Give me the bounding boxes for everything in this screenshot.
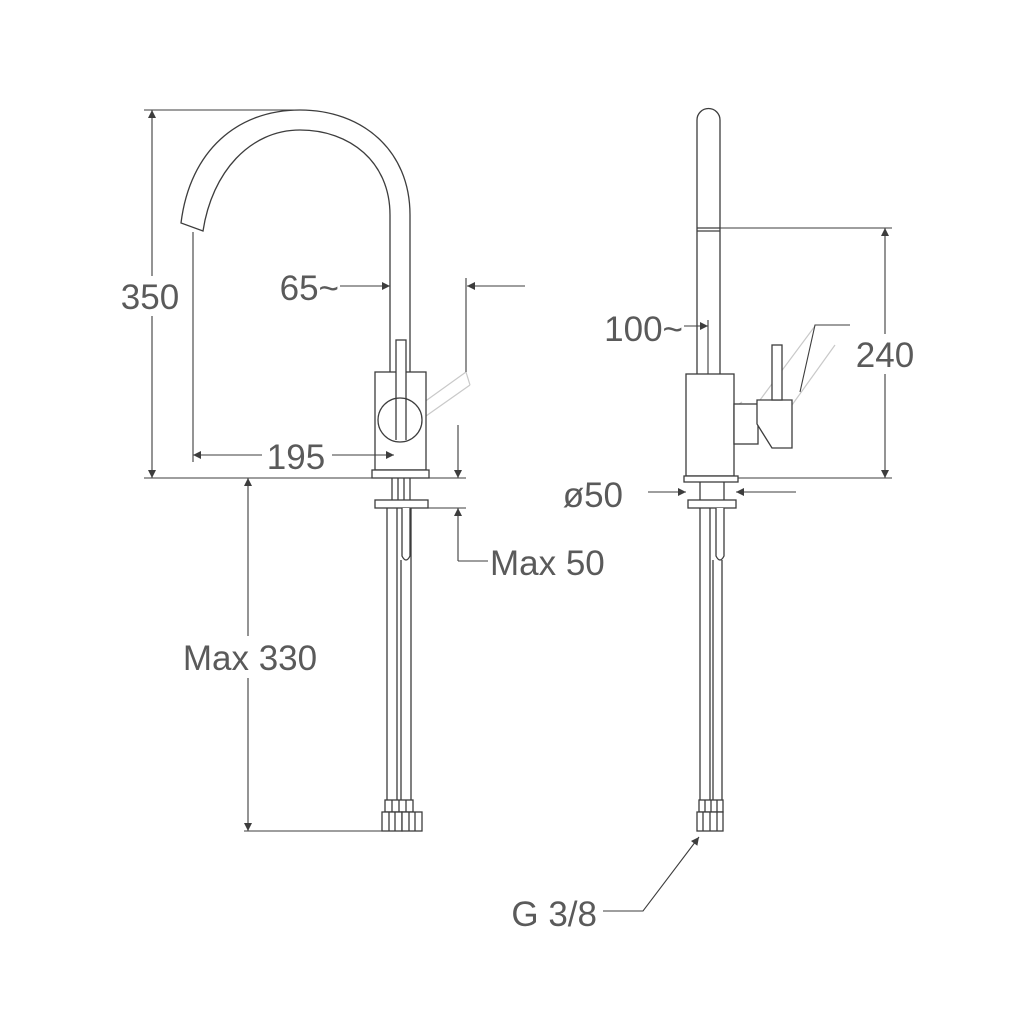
- side-base-plate: [683, 475, 739, 483]
- side-view: 100~ 240 ø50 G 3/8: [511, 107, 920, 934]
- side-supply-hoses: [699, 508, 723, 800]
- front-hose-fittings: [381, 799, 423, 832]
- front-mount-stud: [401, 508, 411, 561]
- height-label: 350: [121, 278, 179, 317]
- front-spout-label: 65~: [280, 269, 339, 308]
- base-diameter-label: ø50: [563, 476, 623, 515]
- front-washer: [374, 499, 429, 509]
- front-ghost-handle: [419, 371, 471, 417]
- side-hose-fitting: [696, 799, 724, 832]
- front-lever-rod: [395, 339, 407, 405]
- front-spout: [180, 109, 411, 372]
- side-lever-hub: [733, 403, 759, 445]
- side-spout-label: 100~: [604, 310, 683, 349]
- deck-label: Max 50: [490, 544, 605, 583]
- outlet-height-label: 240: [856, 336, 914, 375]
- side-body: [685, 373, 735, 477]
- front-lever-knob: [377, 397, 423, 443]
- side-mount-stud: [715, 508, 725, 561]
- thread-label: G 3/8: [511, 895, 597, 934]
- thread-leader-line: [603, 836, 700, 912]
- side-lever-handle: [756, 399, 793, 449]
- front-base-plate: [371, 469, 430, 479]
- front-view: 350 65~ 195 Max 50 Max 330: [116, 109, 605, 832]
- reach-label: 195: [267, 438, 325, 477]
- side-washer: [687, 499, 737, 509]
- side-lever-rod: [771, 344, 783, 401]
- side-spout: [696, 107, 721, 374]
- hose-label: Max 330: [183, 639, 317, 678]
- front-supply-hoses: [386, 508, 412, 800]
